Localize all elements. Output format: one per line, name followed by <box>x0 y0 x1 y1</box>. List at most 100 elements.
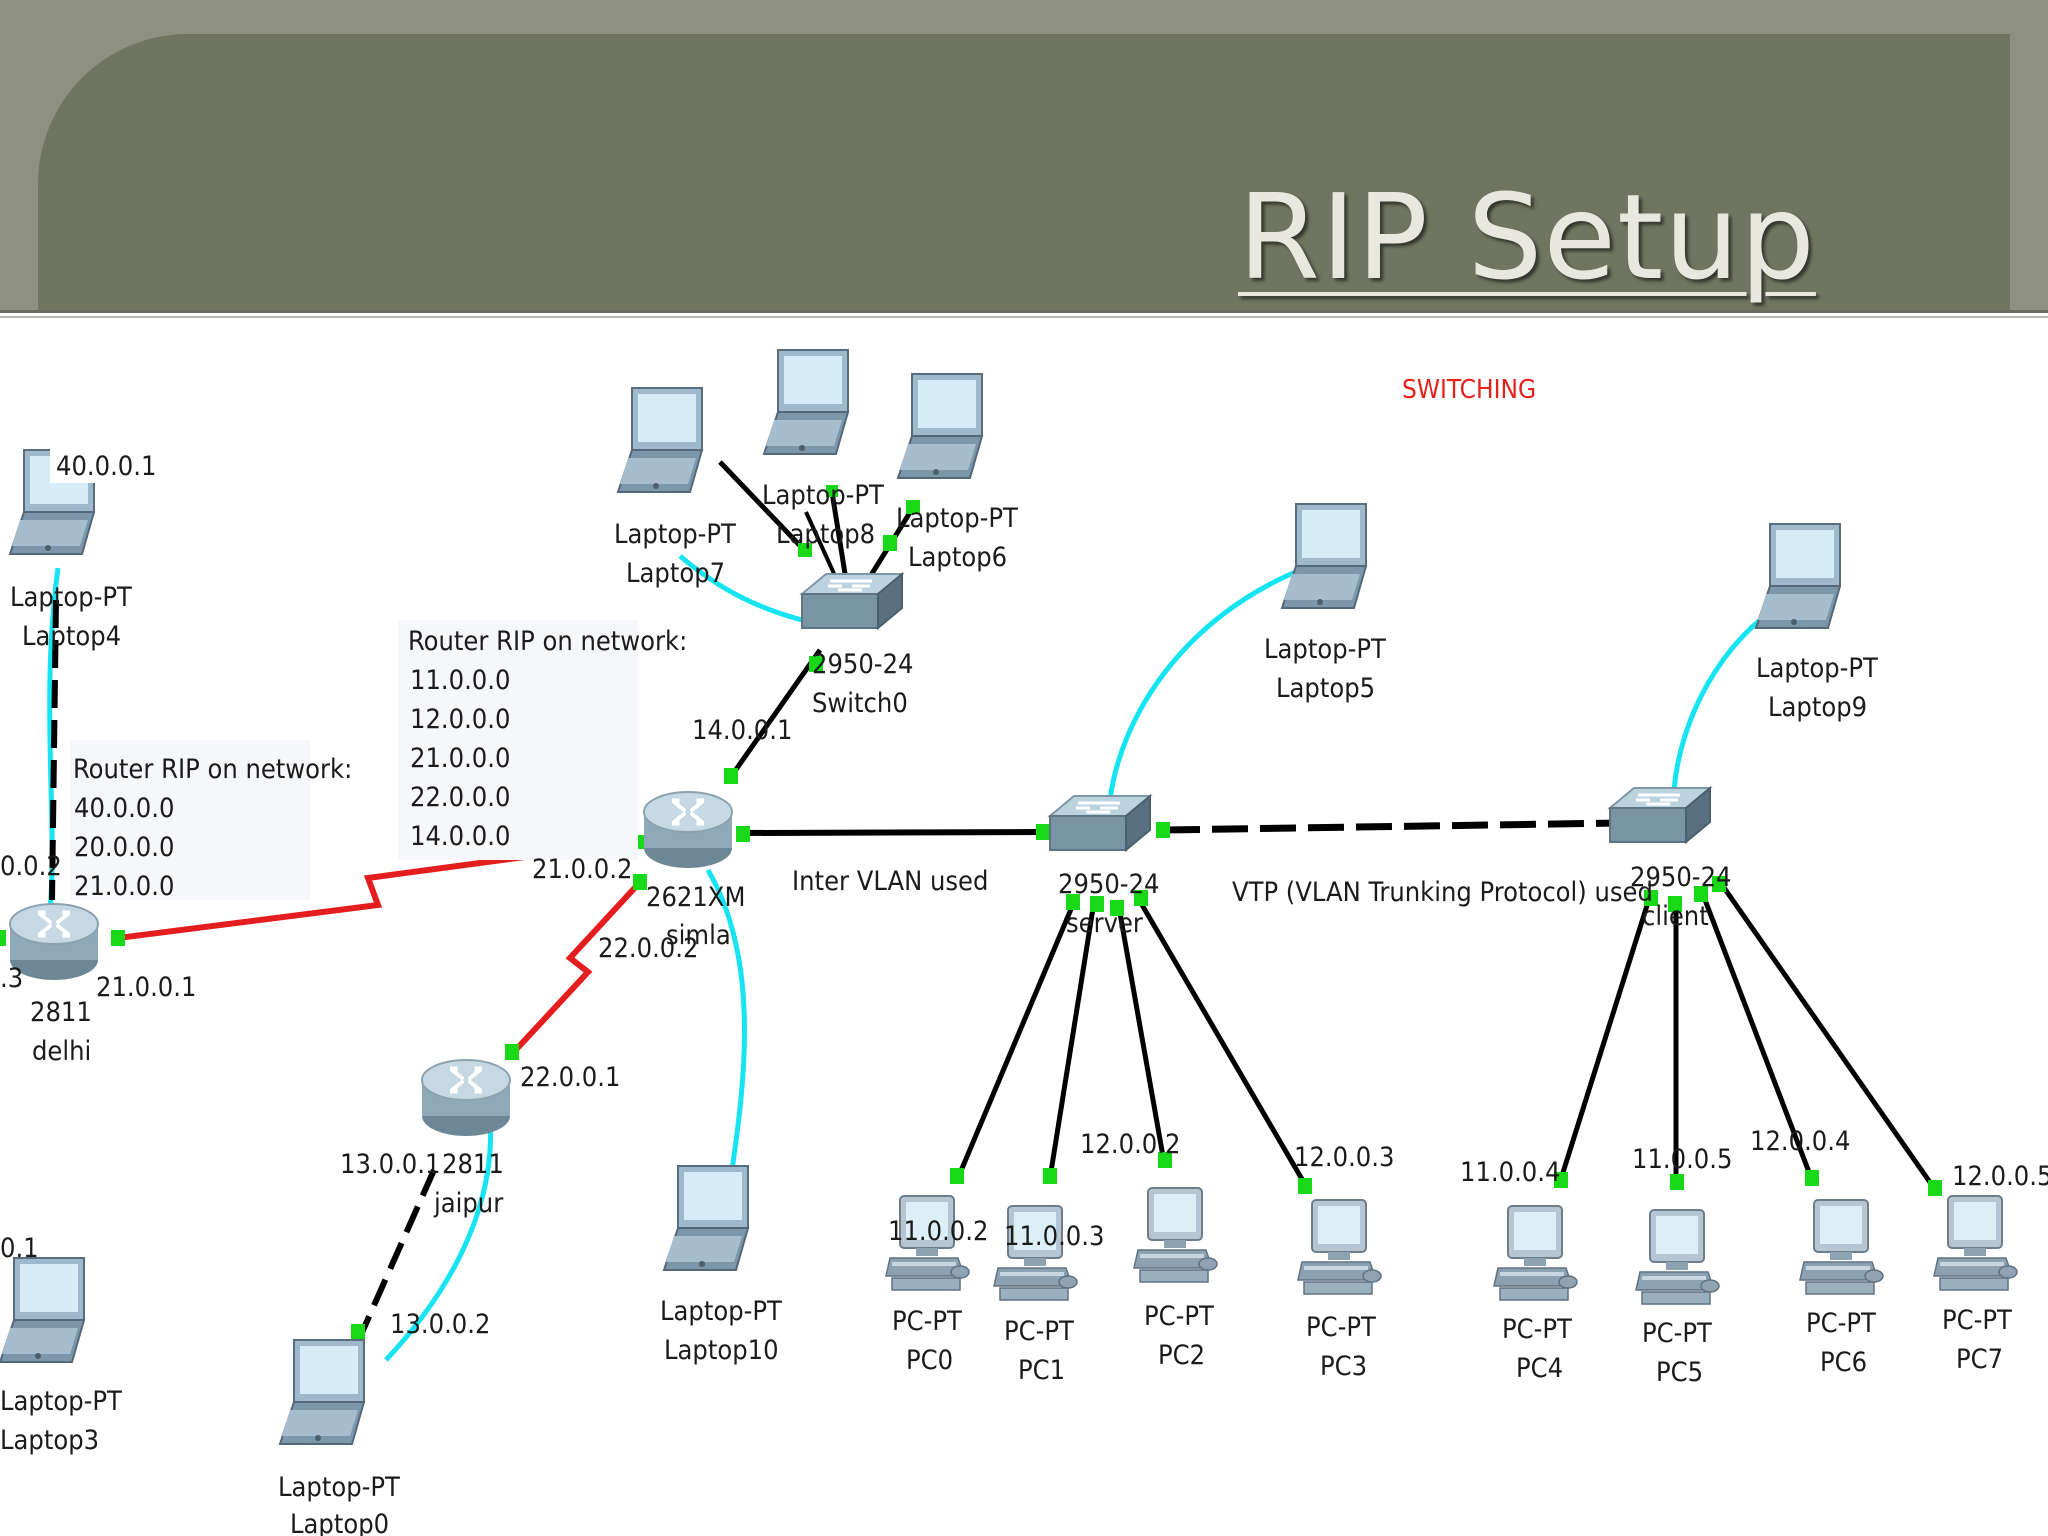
pc2-type: PC-PT <box>1144 1301 1214 1332</box>
client-model: 2950-24 <box>1630 862 1731 893</box>
note-simla-heading: Router RIP on network: <box>408 626 687 657</box>
switch0-icon <box>800 572 904 630</box>
laptop6-name: Laptop6 <box>908 542 1007 573</box>
crossover-link-jaipur-laptop0 <box>353 1168 437 1348</box>
title-banner: RIP Setup <box>0 0 2048 310</box>
laptop0-ip: 13.0.0.2 <box>390 1309 490 1340</box>
pc6-name: PC6 <box>1820 1347 1867 1378</box>
note-box-simla <box>398 620 638 860</box>
jaipur-model: 2811 <box>442 1149 504 1180</box>
note-simla-net-2: 21.0.0.0 <box>410 743 510 774</box>
switch0-model: 2950-24 <box>812 649 913 680</box>
note-delhi-net-0: 40.0.0.0 <box>74 793 174 824</box>
simla-bottom-ip: 22.0.0.2 <box>598 933 698 964</box>
router-jaipur-icon <box>420 1058 512 1138</box>
pc5-icon <box>1635 1209 1720 1305</box>
pc0-name: PC0 <box>906 1345 953 1376</box>
laptop4-type: Laptop-PT <box>10 582 132 613</box>
console-link-laptop7 <box>678 554 811 625</box>
ethernet-link-laptop7-switch0 <box>718 460 810 556</box>
pc5-ip: 11.0.0.5 <box>1632 1144 1732 1175</box>
ethernet-link-server-pc0 <box>955 901 1077 1179</box>
vtp-label: VTP (VLAN Trunking Protocol) used <box>1232 877 1653 908</box>
simla-model: 2621XM <box>646 882 745 913</box>
pc7-icon <box>1933 1195 2018 1291</box>
switch0-name: Switch0 <box>812 688 908 719</box>
crossover-link-laptop4-delhi <box>49 599 59 901</box>
ethernet-link-laptop8b-switch0 <box>804 511 838 579</box>
laptop4-name: Laptop4 <box>22 621 121 652</box>
pc3-ip: 12.0.0.3 <box>1294 1142 1394 1173</box>
laptop10-icon <box>663 1165 749 1271</box>
simla-left-ip: 21.0.0.2 <box>532 854 632 885</box>
server-model: 2950-24 <box>1058 869 1159 900</box>
console-link-laptop10 <box>705 868 747 1171</box>
laptop8-name: Laptop8 <box>776 519 875 550</box>
laptop5-icon <box>1281 503 1367 609</box>
title-panel <box>38 34 2010 310</box>
pc2-icon <box>1133 1187 1218 1283</box>
laptop0-icon <box>279 1339 365 1445</box>
router-delhi-icon <box>8 902 100 982</box>
pc2-name: PC2 <box>1158 1340 1205 1371</box>
delhi-model: 2811 <box>30 997 92 1028</box>
port-indicators <box>0 485 1942 1340</box>
switch-server-icon <box>1048 794 1152 852</box>
console-link-laptop4 <box>47 567 61 911</box>
laptop9-type: Laptop-PT <box>1756 653 1878 684</box>
pc6-ip: 12.0.0.4 <box>1750 1126 1850 1157</box>
note-simla-net-4: 14.0.0.0 <box>410 821 510 852</box>
pc6-type: PC-PT <box>1806 1308 1876 1339</box>
ethernet-link-laptop8-switch0 <box>829 491 849 581</box>
laptop6-type: Laptop-PT <box>896 503 1018 534</box>
laptop3-ip-fragment: 0.1 <box>0 1233 39 1264</box>
serial-link-simla-jaipur <box>509 877 645 1057</box>
pc1-type: PC-PT <box>1004 1316 1074 1347</box>
note-simla-net-3: 22.0.0.0 <box>410 782 510 813</box>
laptop0-type: Laptop-PT <box>278 1472 400 1503</box>
note-delhi-heading: Router RIP on network: <box>73 754 352 785</box>
pc7-type: PC-PT <box>1942 1305 2012 1336</box>
delhi-left-ip-2: .3 <box>0 963 23 994</box>
laptop8-icon <box>763 349 849 455</box>
trunk-link-server-client <box>1163 819 1621 834</box>
note-simla-net-0: 11.0.0.0 <box>410 665 510 696</box>
ethernet-link-client-pc7 <box>1717 880 1937 1190</box>
laptop5-type: Laptop-PT <box>1264 634 1386 665</box>
router-simla-icon <box>642 790 734 870</box>
pc5-name: PC5 <box>1656 1357 1703 1388</box>
ethernet-link-server-pc1 <box>1047 901 1097 1179</box>
laptop3-name: Laptop3 <box>0 1425 99 1456</box>
note-delhi-net-2: 21.0.0.0 <box>74 871 174 902</box>
ethernet-link-server-pc2 <box>1115 901 1167 1163</box>
delhi-right-ip: 21.0.0.1 <box>96 972 196 1003</box>
note-delhi-net-1: 20.0.0.0 <box>74 832 174 863</box>
pc1-name: PC1 <box>1018 1355 1065 1386</box>
ethernet-link-client-pc4 <box>1557 895 1653 1183</box>
pc6-icon <box>1799 1199 1884 1295</box>
switching-label: SWITCHING <box>1402 375 1536 405</box>
note-simla-net-1: 12.0.0.0 <box>410 704 510 735</box>
pc5-type: PC-PT <box>1642 1318 1712 1349</box>
jaipur-name: jaipur <box>433 1188 503 1219</box>
pc4-type: PC-PT <box>1502 1314 1572 1345</box>
divider-line <box>0 310 2048 313</box>
jaipur-left-ip: 13.0.0.1 <box>340 1149 440 1180</box>
ethernet-link-simla-switch0 <box>727 648 823 780</box>
switch-client-icon <box>1608 786 1712 844</box>
pc3-icon <box>1297 1199 1382 1295</box>
laptop7-name: Laptop7 <box>626 558 725 589</box>
ethernet-link-server-pc3 <box>1135 896 1309 1188</box>
laptop10-type: Laptop-PT <box>660 1296 782 1327</box>
laptop6-icon <box>897 373 983 479</box>
pc3-type: PC-PT <box>1306 1312 1376 1343</box>
ethernet-link-simla-server <box>743 829 1047 836</box>
laptop4-ip: 40.0.0.1 <box>56 451 156 482</box>
divider-line-light <box>0 316 2048 318</box>
pc4-icon <box>1493 1205 1578 1301</box>
laptop5-name: Laptop5 <box>1276 673 1375 704</box>
laptop9-name: Laptop9 <box>1768 692 1867 723</box>
slide-title: RIP Setup <box>1238 168 1816 306</box>
pc0-ip: 11.0.0.2 <box>888 1216 988 1247</box>
